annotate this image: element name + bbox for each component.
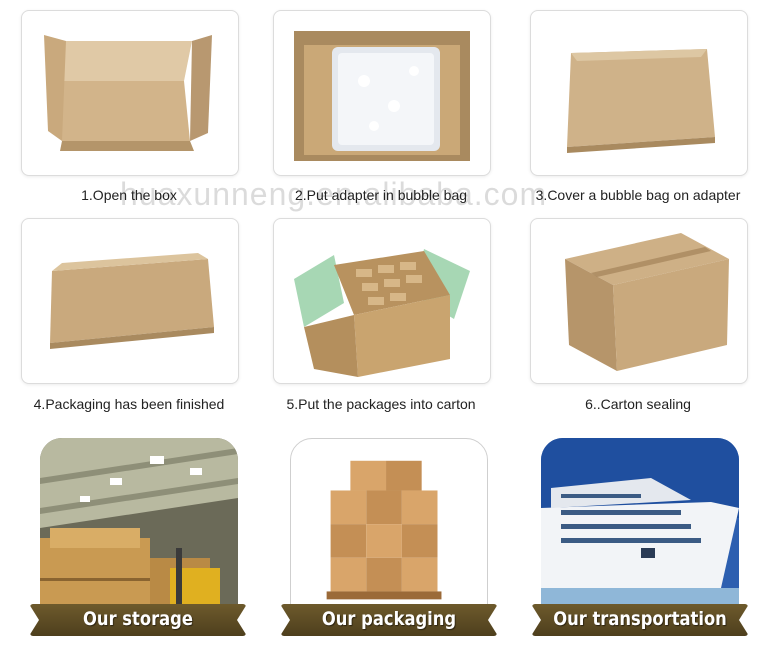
step-3-caption: 3.Cover a bubble bag on adapter — [535, 187, 741, 203]
warehouse-illustration — [40, 438, 238, 636]
step-6-caption: 6..Carton sealing — [585, 396, 691, 412]
step-5-caption: 5.Put the packages into carton — [286, 396, 476, 412]
storage-label: Our storage — [83, 608, 193, 630]
step-5-image — [273, 218, 491, 384]
step-2-caption: 2.Put adapter in bubble bag — [294, 187, 468, 203]
step-1-image — [21, 10, 239, 176]
step-4-image — [21, 218, 239, 384]
transportation-photo — [541, 438, 739, 636]
packaging-banner: Our packaging — [280, 604, 498, 636]
closed-box-illustration — [567, 49, 715, 153]
step-3-image — [530, 10, 748, 176]
cruise-ship-illustration — [541, 438, 739, 636]
open-box-illustration — [44, 35, 212, 151]
stacked-boxes-illustration — [326, 460, 442, 600]
carton-with-packages-illustration — [294, 249, 470, 377]
packaging-photo — [290, 438, 488, 636]
storage-banner: Our storage — [29, 604, 247, 636]
bubble-bag-box-illustration — [294, 31, 470, 161]
packaging-label: Our packaging — [321, 608, 457, 630]
step-2-image — [273, 10, 491, 176]
step-4-caption: 4.Packaging has been finished — [33, 396, 225, 412]
step-1-caption: 1.Open the box — [81, 187, 177, 203]
transportation-label: Our transportation — [553, 608, 727, 630]
step-6-image — [530, 218, 748, 384]
transportation-banner: Our transportation — [531, 604, 749, 636]
storage-photo — [40, 438, 238, 636]
finished-box-illustration — [50, 253, 214, 349]
sealed-carton-illustration — [565, 233, 729, 371]
